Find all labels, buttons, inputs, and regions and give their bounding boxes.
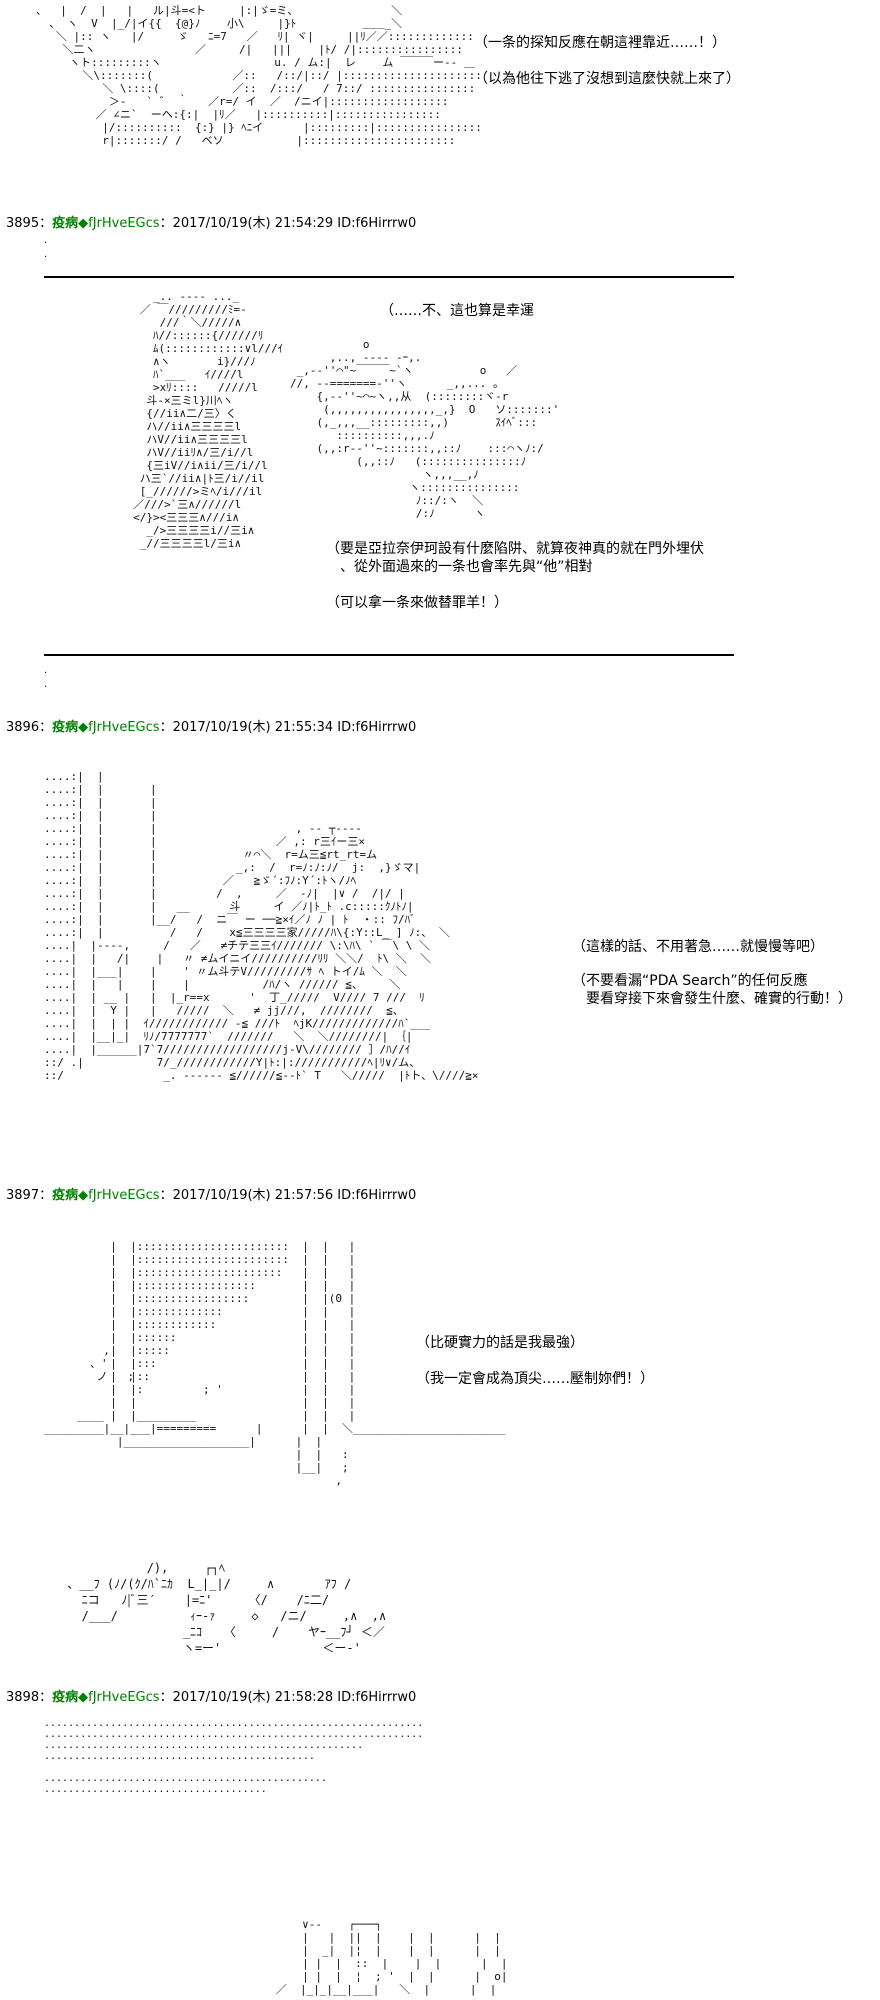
post-number: 3898 (6, 1690, 40, 1705)
post-sep: ： (39, 216, 53, 231)
poster-trip[interactable]: ◆fJrHveEGcs (78, 216, 160, 231)
caption: 要看穿接下來會發生什麼、確實的行動！） (586, 991, 852, 1007)
caption: （不要看漏“PDA Search”的任何反應 (572, 973, 808, 989)
poster-name: 疫病 (52, 720, 79, 735)
ascii-art-figure: _.. -‐‐- ..._ ／ ￣/////////ﾐ=- ///｀＼/////… (133, 290, 284, 550)
caption: 、從外面過來的一条也會率先與“他”相對 (340, 559, 593, 575)
dot-marker: . (44, 235, 48, 246)
post-date: ：2017/10/19(木) 21:58:28 (159, 1690, 334, 1705)
poster-id[interactable]: ID:f6Hirrrw0 (337, 720, 417, 735)
ascii-art-corridor: | |::::::::::::::::::::::: | | | | |::::… (44, 1240, 506, 1487)
post-number: 3897 (6, 1188, 40, 1203)
caption: （以為他往下逃了沒想到這麼快就上來了） (474, 71, 740, 87)
post-date: ：2017/10/19(木) 21:55:34 (159, 720, 334, 735)
poster-id[interactable]: ID:f6Hirrrw0 (337, 216, 417, 231)
dot-marker: . (44, 665, 48, 676)
poster-trip[interactable]: ◆fJrHveEGcs (78, 720, 160, 735)
post-number: 3895 (6, 216, 40, 231)
poster-name: 疫病 (52, 1188, 79, 1203)
post-header: 3895：疫病◆fJrHveEGcs：2017/10/19(木) 21:54:2… (6, 216, 416, 232)
post-number: 3896 (6, 720, 40, 735)
dot-marker: . (44, 679, 48, 690)
poster-name: 疫病 (52, 216, 79, 231)
post-sep: ： (39, 1188, 53, 1203)
dot-marker: . (44, 249, 48, 260)
caption: （比硬實力的話是我最強） (416, 1335, 584, 1351)
poster-trip[interactable]: ◆fJrHveEGcs (78, 1188, 160, 1203)
post-header: 3896：疫病◆fJrHveEGcs：2017/10/19(木) 21:55:3… (6, 720, 416, 736)
ascii-art-room-scene: ....:| | ....:| | | ....:| | | ....:| | … (44, 770, 479, 1082)
caption: （我一定會成為頂尖……壓制妳們！） (416, 1371, 654, 1387)
post-header: 3897：疫病◆fJrHveEGcs：2017/10/19(木) 21:57:5… (6, 1188, 416, 1204)
caption: （一条的探知反應在朝這裡靠近……！） (474, 35, 726, 51)
poster-id[interactable]: ID:f6Hirrrw0 (337, 1188, 417, 1203)
ascii-art-sparkle: , 、' ノ ; (90, 1344, 135, 1383)
ascii-art-dotted-lines: ........................................… (44, 1718, 424, 1795)
ascii-art-sound-effect: /), ┌┐ﾍ 、__ﾌ (ﾉ/(ｸ/ﾊ`ﾆｶ L_|_|/ ∧ ｱﾌ / ﾆコ… (67, 1561, 387, 1655)
poster-id[interactable]: ID:f6Hirrrw0 (337, 1690, 417, 1705)
caption: （……不、這也算是幸運 (380, 303, 534, 319)
caption: （這樣的話、不用著急……就慢慢等吧） (572, 939, 824, 955)
divider (44, 276, 734, 278)
ascii-art-smoke: o ,.., -‐-‐ -ｰ,. _,-‐''⌒"~￣￣￣~`ヽ o ／ //,… (290, 338, 560, 520)
poster-name: 疫病 (52, 1690, 79, 1705)
post-sep: ： (39, 720, 53, 735)
post-sep: ： (39, 1690, 53, 1705)
ascii-art-doors: ∨-- ┌───┐ | | || | | | | | | _| |¦ | | |… (275, 1918, 508, 1996)
divider (44, 654, 734, 656)
post-header: 3898：疫病◆fJrHveEGcs：2017/10/19(木) 21:58:2… (6, 1690, 416, 1706)
post-date: ：2017/10/19(木) 21:57:56 (159, 1188, 334, 1203)
caption: （可以拿一条來做替罪羊！） (326, 595, 508, 611)
post-date: ：2017/10/19(木) 21:54:29 (159, 216, 334, 231)
poster-trip[interactable]: ◆fJrHveEGcs (78, 1690, 160, 1705)
caption: （要是亞拉奈伊珂設有什麼陷阱、就算夜神真的就在門外埋伏 (326, 541, 704, 557)
ascii-art-top: 、 | / | | ル|斗=<ト |:|ゞ=ミ、 ＼ 、 ヽ V |_/|イ{{… (36, 4, 482, 147)
